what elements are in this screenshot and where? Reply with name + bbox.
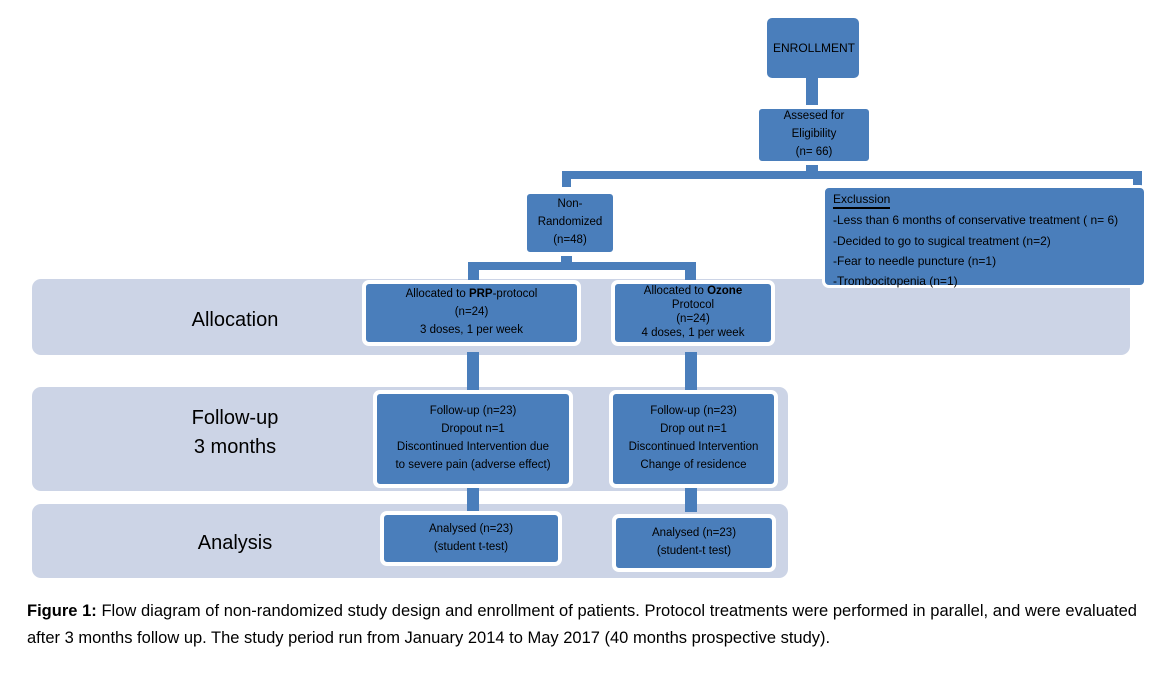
node-allocated-ozone-line-2: Protocol [671,299,715,312]
node-analysis-prp-line-1: Analysed (n=23) [428,522,514,535]
node-non-randomized[interactable]: Non- Randomized (n=48) [523,190,617,256]
node-allocated-prp-line-2: (n=24) [454,306,489,319]
node-allocated-prp-line-1: Allocated to PRP-protocol [372,286,571,304]
node-followup-prp-line-3: Discontinued Intervention due [396,441,550,453]
node-followup-prp[interactable]: Follow-up (n=23) Dropout n=1 Discontinue… [373,390,573,488]
node-enrollment[interactable]: ENROLLMENT [767,18,859,78]
node-allocated-ozone-line-3: (n=24) [676,313,710,325]
exclusion-item-2: -Decided to go to sugical treatment (n=2… [833,233,1051,248]
node-followup-ozone-line-3: Discontinued Intervention [628,441,759,453]
node-allocated-prp-line-3: 3 doses, 1 per week [420,323,523,336]
node-allocated-ozone-emphasis: Ozone [707,285,743,298]
connector-allocation-left-down [468,262,479,280]
node-exclusion-panel[interactable]: Exclussion -Less than 6 months of conser… [822,185,1147,288]
phase-label-allocation: Allocation [191,309,279,331]
node-assessed-line-2: Eligibility [791,128,837,141]
node-allocated-ozone[interactable]: Allocated to Ozone Protocol (n=24) 4 dos… [611,280,775,346]
connector-allocation-split-bar [468,262,696,270]
connector-split-left-down [562,171,571,187]
node-allocated-ozone-line-4: 4 doses, 1 per week [641,326,745,339]
node-analysis-prp[interactable]: Analysed (n=23) (student t-test) [380,511,562,566]
connector-ozone-followup-to-analysis [685,487,697,512]
exclusion-item-1: -Less than 6 months of conservative trea… [833,213,1119,228]
node-assessed-line-1: Assesed for [783,110,845,123]
connector-prp-followup-to-analysis [467,487,479,512]
node-assessed-line-3: (n= 66) [795,145,833,158]
node-analysis-ozone-line-2: (student-t test) [656,545,732,557]
phase-label-analysis: Analysis [197,532,273,554]
figure-caption: Figure 1: Flow diagram of non-randomized… [27,598,1137,651]
connector-allocation-right-down [685,262,696,280]
node-allocated-prp-line-1a: Allocated to [405,288,469,301]
node-non-randomized-line-2: Randomized [537,216,603,229]
connector-ozone-alloc-to-followup [685,352,697,390]
connector-split-right-down [1133,171,1142,187]
node-followup-ozone-line-2: Drop out n=1 [660,423,727,436]
node-allocated-prp-line-1c: -protocol [492,288,538,301]
exclusion-title: Exclussion [833,192,891,210]
node-non-randomized-line-3: (n=48) [553,233,587,246]
connector-prp-alloc-to-followup [467,352,479,390]
node-enrollment-line-1: ENROLLMENT [773,40,856,55]
connector-enrollment-to-assessed [806,77,818,108]
exclusion-item-4: -Trombocitopenia (n=1) [833,274,958,289]
node-followup-prp-line-4: to severe pain (adverse effect) [395,458,551,471]
node-followup-ozone[interactable]: Follow-up (n=23) Drop out n=1 Discontinu… [609,390,778,488]
phase-band-allocation [32,279,1130,355]
node-followup-ozone-line-4: Change of residence [640,458,747,471]
connector-nonrandomized-stub [561,255,572,267]
node-allocated-ozone-line-1: Allocated to Ozone [621,285,765,299]
node-allocated-ozone-line-1a: Allocated to [643,285,708,298]
phase-label-followup: Follow-up 3 months [191,407,279,458]
node-analysis-ozone[interactable]: Analysed (n=23) (student-t test) [612,514,776,572]
node-non-randomized-line-1: Non- [557,198,583,211]
node-allocated-prp-emphasis: PRP [468,288,493,301]
node-followup-prp-line-1: Follow-up (n=23) [429,405,517,418]
node-analysis-ozone-line-1: Analysed (n=23) [651,527,737,540]
node-followup-ozone-line-1: Follow-up (n=23) [650,405,737,418]
node-followup-prp-line-2: Dropout n=1 [441,423,505,436]
connector-split-bar-top [562,171,1142,179]
node-assessed-eligibility[interactable]: Assesed for Eligibility (n= 66) [755,105,873,165]
figure-caption-text: Flow diagram of non-randomized study des… [27,602,1137,647]
node-allocated-prp[interactable]: Allocated to PRP-protocol (n=24) 3 doses… [362,280,581,346]
exclusion-item-3: -Fear to needle puncture (n=1) [833,254,997,269]
node-analysis-prp-line-2: (student t-test) [433,540,509,553]
figure-caption-label: Figure 1: [27,602,97,620]
